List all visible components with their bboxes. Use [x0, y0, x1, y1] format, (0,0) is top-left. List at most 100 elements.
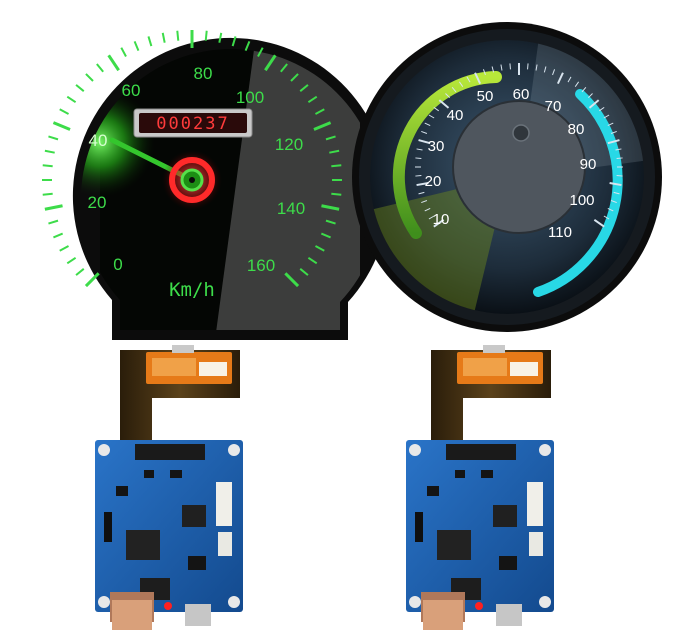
right-dial-tick [428, 215, 435, 220]
right-dial-tick [609, 181, 622, 187]
left-dial-tick [66, 256, 77, 265]
right-dial-label-40: 40 [447, 107, 464, 124]
left-dial-tick [48, 219, 59, 225]
left-dial-tick [325, 219, 336, 225]
right-dial-tick [445, 93, 451, 99]
right-driver-board [406, 345, 554, 630]
usb-port [496, 604, 522, 626]
speed-unit: Km/h [169, 279, 215, 301]
right-dial-label-70: 70 [545, 98, 562, 115]
left-dial-tick [176, 30, 180, 41]
right-dial-tick [552, 69, 556, 76]
right-dial-label-20: 20 [425, 173, 442, 190]
right-dial-tick [593, 218, 605, 228]
left-dial-tick [299, 84, 309, 92]
left-dial-ticks [42, 30, 342, 288]
left-dial-label-60: 60 [122, 81, 141, 100]
left-driver-board [95, 345, 243, 630]
right-dial-tick [500, 64, 503, 71]
left-dial-tick [96, 63, 104, 73]
left-dial-tick [52, 121, 71, 131]
right-dial-tick [433, 218, 445, 228]
left-dial-tick [59, 245, 70, 252]
right-dial-tick [415, 157, 422, 159]
right-dial-tick [587, 93, 593, 99]
right-dial-tick [610, 130, 617, 134]
right-hub-cap [512, 124, 530, 142]
left-dial-tick [161, 32, 166, 43]
left-dial-tick [120, 47, 127, 58]
right-dial-tick [598, 106, 605, 112]
right-dial-tick [535, 64, 538, 71]
left-dial-tick [313, 121, 332, 131]
right-dial-tick [424, 122, 431, 127]
left-dial-tick [85, 73, 94, 82]
right-dial-label-80: 80 [568, 121, 585, 138]
left-dial-tick [66, 95, 77, 104]
speed-arc-right [533, 89, 623, 297]
right-dial-tick [527, 63, 529, 70]
glass-reflection [215, 49, 360, 330]
right-dial-tick [607, 207, 614, 212]
left-dial-tick [244, 41, 251, 52]
status-led [475, 602, 483, 610]
right-dial-tick [474, 72, 482, 85]
left-dial-tick [280, 63, 288, 73]
right-dial-label-100: 100 [569, 192, 594, 209]
left-dial-tick [147, 36, 153, 47]
left-dial-label-100: 100 [236, 88, 264, 107]
right-dial-tick [491, 66, 495, 73]
right-dial-tick [610, 200, 617, 204]
left-dial-tick [284, 272, 300, 288]
right-dial-tick [482, 69, 486, 76]
left-dial-tick [331, 164, 342, 168]
right-dial-tick [458, 81, 464, 88]
left-dial-label-80: 80 [194, 64, 213, 83]
right-dial-tick [509, 63, 511, 70]
right-dial-tick [416, 181, 429, 187]
left-dial-label-40: 40 [89, 131, 108, 150]
right-dial-tick [428, 114, 435, 119]
left-dial-label-120: 120 [275, 135, 303, 154]
right-dial-tick [438, 99, 450, 109]
right-dial-tick [415, 175, 422, 177]
odometer: 000237 [133, 108, 253, 138]
right-dial-tick [451, 87, 457, 93]
left-dial-tick [44, 149, 55, 154]
left-dial-tick [48, 135, 59, 141]
left-dial-label-0: 0 [113, 255, 122, 274]
status-led [164, 602, 172, 610]
left-dial-tick [53, 232, 64, 239]
left-dial-label-140: 140 [277, 199, 305, 218]
left-dial-label-160: 160 [247, 256, 275, 275]
needle-hub [162, 150, 222, 210]
left-dial-tick [42, 164, 53, 168]
odometer-value: 000237 [156, 114, 229, 134]
left-dial-tick [133, 41, 140, 52]
usb-port [185, 604, 211, 626]
right-dial-tick [615, 148, 622, 151]
right-dial-label-10: 10 [433, 211, 450, 228]
left-dial-tick [320, 232, 331, 239]
right-dial-tick [466, 76, 471, 83]
right-dial-tick [574, 81, 580, 88]
right-dial-label-30: 30 [428, 138, 445, 155]
right-dial-tick [567, 76, 572, 83]
left-dial-tick [314, 245, 325, 252]
left-dial-tick [75, 268, 85, 276]
right-dial-tick [421, 200, 428, 204]
right-dial-tick [616, 157, 623, 159]
left-dial-tick [329, 149, 340, 154]
left-dial-tick [204, 30, 208, 41]
left-dial-tick [42, 192, 53, 196]
right-dial-tick [603, 114, 610, 119]
speed-arc-left [392, 71, 502, 239]
right-dial-tick [613, 191, 620, 195]
left-dial-tick [331, 192, 342, 196]
left-dial-tick [314, 108, 325, 115]
right-dial-tick [607, 139, 620, 145]
right-dial-tick [603, 215, 610, 220]
left-dial-tick [75, 84, 85, 92]
